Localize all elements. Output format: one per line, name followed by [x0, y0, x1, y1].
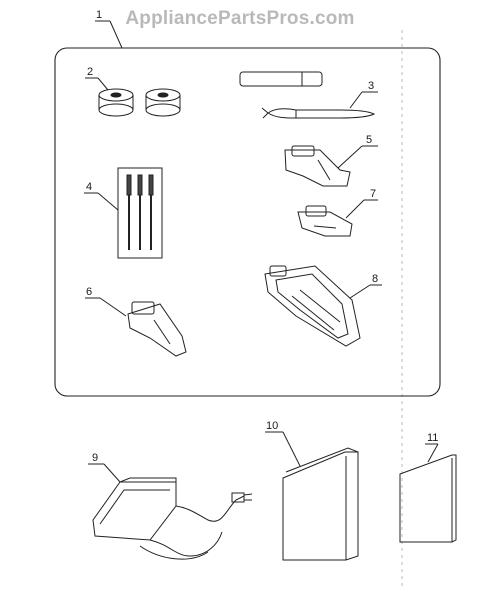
- blind-foot-drawing: [85, 297, 187, 357]
- quick-guide-drawing: [399, 443, 457, 543]
- bobbins-drawing: [85, 77, 181, 117]
- callout-3: 3: [368, 80, 374, 92]
- callout-6: 6: [86, 286, 92, 298]
- satin-foot-drawing: [297, 199, 378, 237]
- seam-ripper-drawing: [239, 71, 378, 119]
- needle-card-drawing: [84, 167, 163, 259]
- zipper-foot-drawing: [284, 145, 378, 187]
- callout-7: 7: [370, 188, 376, 200]
- callout-5: 5: [366, 134, 372, 146]
- callout-4: 4: [86, 181, 92, 193]
- buttonhole-foot-drawing: [264, 265, 382, 347]
- callout-8: 8: [372, 273, 378, 285]
- callout-9: 9: [92, 452, 98, 464]
- instruction-book-drawing: [265, 431, 359, 561]
- accessory-box: [54, 47, 441, 397]
- callout-1: 1: [96, 9, 102, 21]
- callout-11: 11: [427, 432, 438, 444]
- callout-2: 2: [87, 66, 93, 78]
- foot-controller-drawing: [88, 463, 253, 560]
- callout-10: 10: [266, 420, 278, 432]
- watermark: AppliancePartsPros.com: [125, 8, 355, 29]
